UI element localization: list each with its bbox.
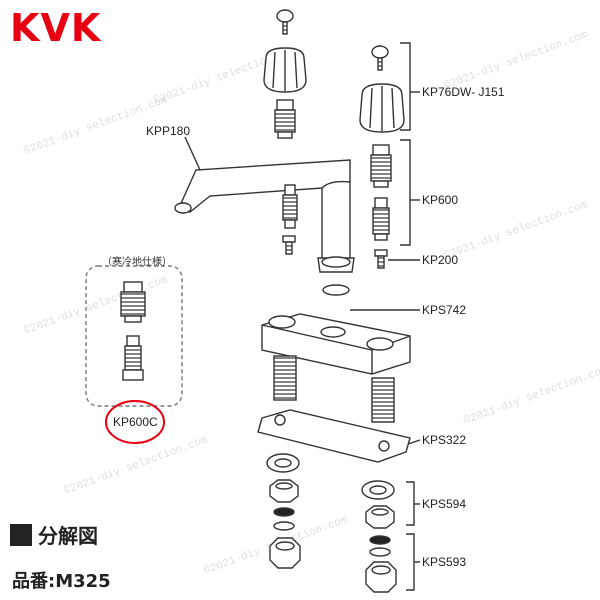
washer-small-left	[273, 521, 295, 531]
model-number: 品番:M325	[12, 571, 111, 592]
cartridge-upper-left	[274, 99, 296, 139]
mount-stud-left	[273, 355, 297, 401]
label-kps742: KPS742	[422, 303, 467, 317]
screw-kp200	[374, 249, 388, 269]
gasket-kps322	[257, 409, 411, 463]
highlight-circle-kp600c	[105, 400, 165, 444]
label-kp600: KP600	[422, 193, 459, 207]
kvk-logo: KVK	[10, 6, 102, 50]
cartridge-stem-middle	[282, 184, 298, 229]
handle-cap-left	[276, 9, 294, 35]
label-kps593: KPS593	[422, 555, 467, 569]
label-kps322: KPS322	[422, 433, 467, 447]
cap-nut-left	[269, 537, 301, 569]
bracket-kps593	[406, 533, 415, 591]
label-kp76dw: KP76DW- J151	[422, 85, 505, 99]
stem-kp600c	[122, 335, 144, 381]
washer-left	[266, 453, 300, 473]
bracket-kp600	[400, 139, 411, 246]
washer-kps594	[361, 480, 395, 500]
leader-kpp180	[184, 136, 201, 171]
spout-kpp180	[174, 159, 355, 273]
handle-right	[359, 83, 405, 133]
faucet-base-body	[261, 313, 411, 375]
cold-region-note: （寒冷地仕様）	[102, 257, 172, 268]
spacer-kps593	[369, 535, 391, 545]
nut-kps594	[365, 505, 395, 529]
cap-nut-kps593	[365, 561, 397, 593]
mount-stud-right	[371, 377, 395, 423]
cartridge-kp600c-upper	[120, 281, 146, 323]
handle-left	[263, 47, 307, 93]
screw-middle	[282, 235, 296, 255]
square-bullet-icon	[10, 523, 32, 546]
spacer-left	[273, 507, 295, 517]
handle-cap-right	[371, 45, 389, 71]
leader-kps322	[407, 439, 421, 445]
washer-small-kps593	[369, 547, 391, 557]
cold-region-box	[85, 265, 183, 407]
label-kps594: KPS594	[422, 497, 467, 511]
cartridge-kp600	[370, 144, 392, 188]
section-title: 分解図	[38, 524, 98, 548]
label-kp600c: KP600C	[113, 415, 158, 429]
o-ring-kps742	[322, 284, 350, 296]
label-kp200: KP200	[422, 253, 459, 267]
bracket-kp76dw	[400, 42, 411, 131]
section-heading: 分解図	[10, 520, 98, 549]
stem-kp600	[372, 197, 390, 241]
label-kpp180: KPP180	[146, 124, 191, 138]
nut-left	[269, 479, 299, 503]
bracket-kps594	[406, 481, 415, 526]
